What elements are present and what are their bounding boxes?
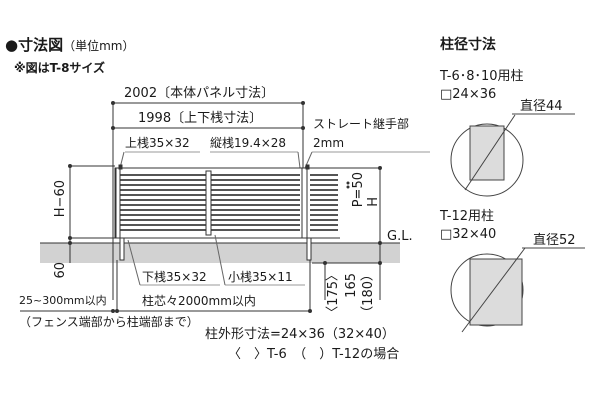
post-diameter-title: 柱径寸法: [440, 37, 496, 53]
end-span-note: （フェンス端部から柱端部まで）: [19, 315, 199, 329]
rail-width-label: 1998〔上下桟寸法〕: [138, 111, 263, 126]
unit-text: （単位mm）: [63, 39, 135, 53]
post-t12-diameter: 直径52: [533, 233, 576, 248]
post-t6-label: T-6･8･10用柱: [440, 69, 524, 84]
joint-gap-label: 2mm: [313, 136, 345, 150]
size-note: ※図はT-8サイズ: [14, 61, 106, 75]
ground-level-label: G.L.: [387, 229, 413, 244]
height-label: H: [366, 197, 381, 207]
post-t12-size: □32×40: [440, 227, 497, 242]
end-span-label: 25~300mm以内: [19, 294, 107, 307]
h-minus-60-label: H−60: [53, 180, 68, 218]
depth-t6-label: 〈175〉: [326, 268, 341, 319]
post-span-label: 柱芯々2000mm以内: [142, 294, 256, 308]
diagram-title: ●寸法図（単位mm）: [5, 38, 134, 53]
small-rail-label: 小桟35×11: [228, 270, 293, 284]
top-rail-label: 上桟35×32: [125, 136, 190, 150]
depth-t12-label: （180）: [361, 268, 376, 319]
depth-t8-label: 165: [344, 273, 359, 298]
title-text: ●寸法図: [5, 36, 64, 54]
vertical-rail-label: 縦桟19.4×28: [210, 136, 287, 150]
post-t6-diameter: 直径44: [520, 99, 563, 114]
bottom-rail-label: 下桟35×32: [142, 270, 207, 284]
post-t12-label: T-12用柱: [440, 209, 494, 224]
pitch-label: P=50: [351, 172, 366, 208]
embed-depth-label: 60: [53, 262, 68, 279]
post-t6-size: □24×36: [440, 87, 497, 102]
post-size-line2: 〈 〉T-6 （ ）T-12の場合: [228, 347, 400, 362]
panel-width-label: 2002〔本体パネル寸法〕: [124, 86, 275, 101]
joint-label: ストレート継手部: [313, 117, 410, 131]
post-size-line1: 柱外形寸法=24×36（32×40）: [205, 327, 395, 342]
